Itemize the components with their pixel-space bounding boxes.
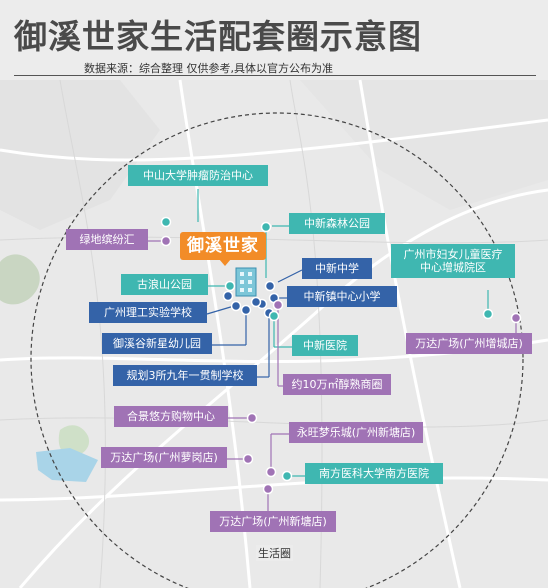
poi-nanfang-hospital[interactable]: 南方医科大学南方医院 [305,463,443,485]
building-icon [235,267,257,297]
poi-nine-year-schools[interactable]: 规划3所九年一贯制学校 [113,365,257,387]
poi-commercial-area[interactable]: 约10万㎡醇熟商圈 [283,374,391,396]
leader-line [277,269,303,283]
location-dot [240,304,252,316]
leader-line [206,305,235,315]
location-dot [281,470,293,482]
poi-wanda-luogang[interactable]: 万达广场(广州萝岗店) [101,447,227,469]
location-dot [160,216,172,228]
location-dot [246,412,258,424]
poi-kindergarten[interactable]: 御溪谷新星幼儿园 [102,333,212,355]
poi-zhongxin-hospital[interactable]: 中新医院 [292,335,358,357]
poi-wanda-xintang[interactable]: 万达广场(广州新塘店) [210,511,336,533]
location-dot [242,453,254,465]
location-dot [224,280,236,292]
life-circle-label: 生活圈 [256,545,293,561]
poi-ligong-school[interactable]: 广州理工实验学校 [89,302,207,324]
poi-hejing-mall[interactable]: 合景悠方购物中心 [114,406,228,428]
location-dot [230,300,242,312]
location-dot [222,290,234,302]
location-dot [260,221,272,233]
title-divider [14,75,536,76]
poi-wanda-zengcheng[interactable]: 万达广场(广州增城店) [406,333,532,355]
poi-zhongda-cancer-center[interactable]: 中山大学肿瘤防治中心 [128,165,268,187]
location-dot [272,299,284,311]
data-source-note: 数据来源：综合整理 仅供参考,具体以官方公布为准 [84,62,333,75]
location-dot [268,310,280,322]
location-dot [262,483,274,495]
poi-zhongxin-primary-school[interactable]: 中新镇中心小学 [287,286,397,308]
page-title: 御溪世家生活配套圈示意图 [14,17,422,56]
location-dot [160,235,172,247]
location-dot [510,312,522,324]
green-area [58,425,90,456]
location-dot [250,296,262,308]
poi-gulangshan-park[interactable]: 古浪山公园 [121,274,208,296]
location-dot [264,280,276,292]
location-dot [265,466,277,478]
poi-lvdi-mall[interactable]: 绿地缤纷汇 [66,229,148,251]
project-badge-pointer [219,259,231,266]
poi-women-children-hospital[interactable]: 广州市妇女儿童医疗 中心增城院区 [391,244,515,279]
poi-zhongxin-forest-park[interactable]: 中新森林公园 [289,213,385,235]
project-name-badge: 御溪世家 [180,232,266,260]
life-circle [30,112,524,588]
location-dot [482,308,494,320]
green-area [0,254,40,305]
poi-aeon-xintang[interactable]: 永旺梦乐城(广州新塘店) [289,422,423,444]
poi-zhongxin-middle-school[interactable]: 中新中学 [302,258,372,280]
